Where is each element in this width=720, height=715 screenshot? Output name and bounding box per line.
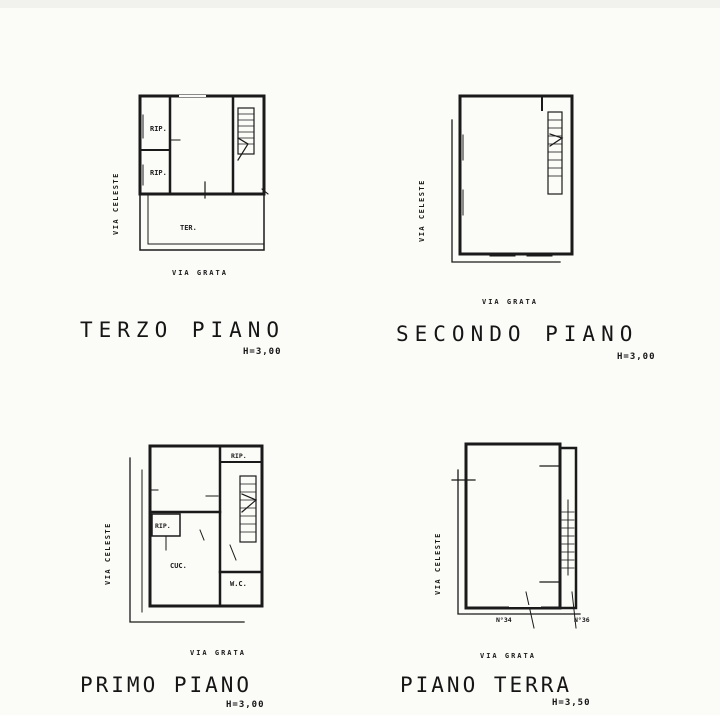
primo-setback-line bbox=[129, 457, 245, 623]
primo-room-rip-closet: RIP. bbox=[155, 522, 171, 530]
terra-stair-corridor bbox=[558, 446, 578, 610]
terzo-room-rip-2: RIP. bbox=[150, 169, 167, 177]
terra-setback-line bbox=[457, 469, 581, 615]
primo-room-rip-top: RIP. bbox=[231, 452, 247, 460]
primo-title: PRIMO PIANO bbox=[80, 673, 253, 697]
secondo-setback-line bbox=[451, 119, 561, 263]
terra-civic-number-34: N°34 bbox=[496, 616, 512, 624]
secondo-street-bottom-label: VIA GRATA bbox=[482, 298, 538, 306]
primo-stair bbox=[239, 475, 257, 543]
terra-title: PIANO TERRA bbox=[400, 673, 573, 697]
terra-outer-wall bbox=[464, 442, 562, 610]
terzo-terrace-outline bbox=[139, 193, 265, 251]
terzo-room-ter: TER. bbox=[180, 224, 197, 232]
terzo-room-rip-1: RIP. bbox=[150, 125, 167, 133]
plan-primo bbox=[129, 444, 264, 623]
primo-outer-wall bbox=[148, 444, 264, 608]
terzo-street-bottom-label: VIA GRATA bbox=[172, 269, 228, 277]
plan-terzo bbox=[138, 94, 269, 251]
secondo-outer-wall bbox=[458, 94, 574, 256]
plan-terra bbox=[451, 442, 581, 629]
terra-height: H=3,50 bbox=[552, 698, 591, 708]
terra-street-bottom-label: VIA GRATA bbox=[480, 652, 536, 660]
scan-shadow-top bbox=[0, 0, 720, 8]
terra-street-side-label: VIA CELESTE bbox=[434, 532, 442, 595]
primo-room-wc: W.C. bbox=[230, 580, 247, 588]
terzo-stair bbox=[237, 107, 255, 155]
primo-room-cuc: CUC. bbox=[170, 562, 187, 570]
terzo-height: H=3,00 bbox=[243, 347, 282, 357]
terzo-title: TERZO PIANO bbox=[80, 318, 286, 342]
secondo-street-side-label: VIA CELESTE bbox=[418, 179, 426, 242]
primo-street-side-label: VIA CELESTE bbox=[104, 522, 112, 585]
terzo-outer-wall bbox=[138, 94, 266, 196]
terra-civic-number-36: N°36 bbox=[574, 616, 590, 624]
secondo-height: H=3,00 bbox=[617, 352, 656, 362]
secondo-title: SECONDO PIANO bbox=[396, 322, 639, 346]
primo-street-bottom-label: VIA GRATA bbox=[190, 649, 246, 657]
plan-secondo bbox=[451, 94, 574, 263]
secondo-stair bbox=[547, 111, 563, 195]
primo-height: H=3,00 bbox=[226, 700, 265, 710]
terzo-street-side-label: VIA CELESTE bbox=[112, 172, 120, 235]
